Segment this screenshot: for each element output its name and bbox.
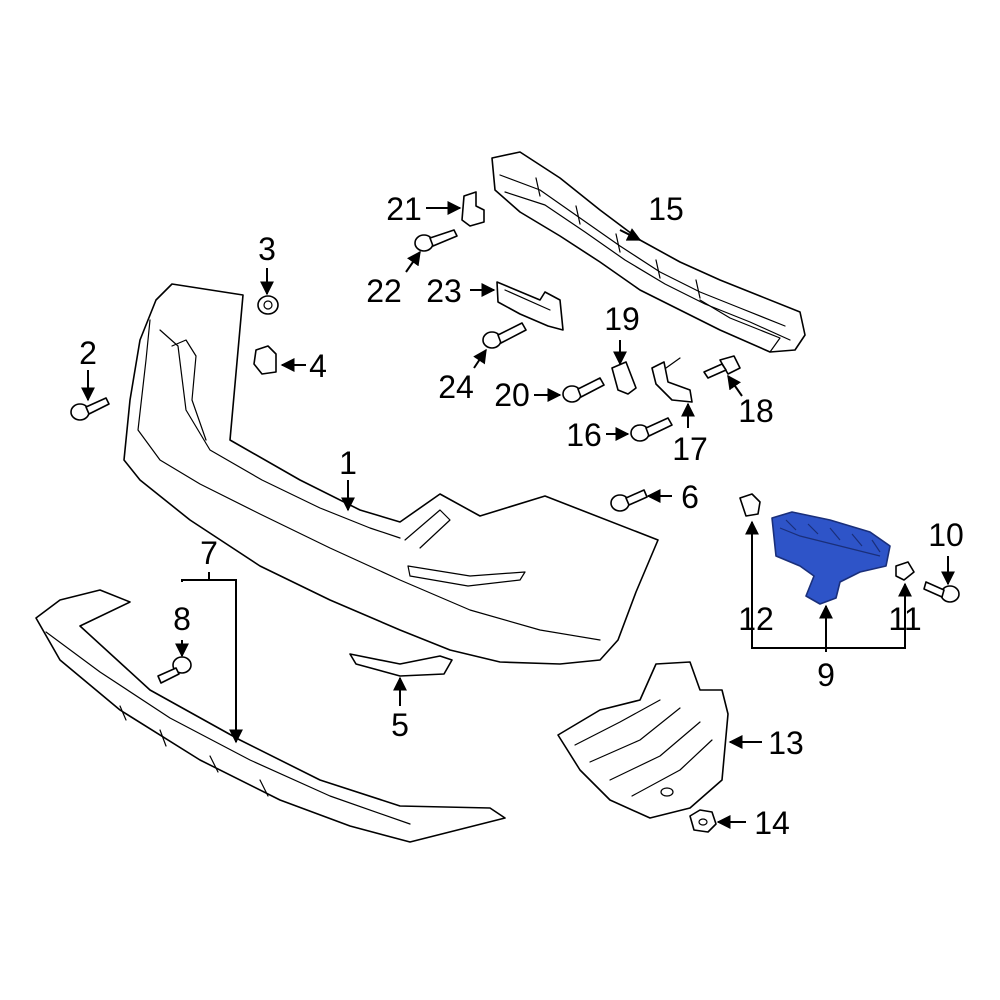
callout-5: 5 [391, 707, 409, 743]
callout-17: 17 [672, 431, 708, 467]
part-18-bolt[interactable] [703, 355, 741, 379]
callout-21: 21 [386, 191, 422, 227]
callout-14: 14 [754, 805, 790, 841]
part-10-screw[interactable] [923, 581, 960, 603]
callout-6: 6 [681, 479, 699, 515]
callout-10: 10 [928, 517, 964, 553]
callout-16: 16 [566, 417, 602, 453]
part-7-lower-valance[interactable] [35, 589, 506, 843]
part-20-screw[interactable] [562, 377, 605, 403]
callout-24: 24 [438, 369, 474, 405]
callout-22: 22 [366, 273, 402, 309]
part-4-clip[interactable] [253, 345, 277, 375]
part-8-screw[interactable] [157, 656, 192, 684]
callout-7: 7 [200, 535, 218, 571]
part-5-trim-strip[interactable] [349, 653, 453, 677]
part-15-reinforcement-beam[interactable] [491, 151, 806, 353]
part-6-screw[interactable] [610, 489, 648, 512]
callout-23: 23 [426, 273, 462, 309]
callout-2: 2 [79, 335, 97, 371]
part-1-bumper-cover[interactable] [123, 283, 659, 665]
part-23-bracket[interactable] [496, 281, 564, 331]
callout-labels: 1 2 3 4 5 6 7 8 9 10 11 12 13 14 15 16 1… [79, 191, 964, 841]
part-9-bumper-bracket[interactable] [771, 511, 891, 605]
part-13-splash-shield[interactable] [557, 661, 729, 819]
part-16-screw[interactable] [630, 417, 673, 442]
part-24-screw[interactable] [482, 322, 527, 349]
part-14-nut[interactable] [689, 809, 717, 833]
part-11-clip[interactable] [895, 561, 915, 581]
part-3-nut[interactable] [257, 295, 279, 315]
part-19-bracket[interactable] [611, 361, 637, 395]
callout-8: 8 [173, 601, 191, 637]
part-22-screw[interactable] [414, 229, 458, 252]
callout-12: 12 [738, 601, 774, 637]
callout-9: 9 [817, 657, 835, 693]
leader-lines [81, 201, 955, 829]
callout-15: 15 [648, 191, 684, 227]
callout-18: 18 [738, 393, 774, 429]
callout-3: 3 [258, 231, 276, 267]
part-21-clip[interactable] [461, 191, 485, 227]
part-12-clip[interactable] [739, 493, 761, 517]
part-17-bracket[interactable] [651, 357, 693, 403]
callout-4: 4 [309, 348, 327, 384]
callout-1: 1 [339, 445, 357, 481]
callout-19: 19 [604, 301, 640, 337]
callout-20: 20 [494, 377, 530, 413]
callout-13: 13 [768, 725, 804, 761]
part-2-screw[interactable] [70, 397, 110, 421]
callout-11: 11 [888, 601, 921, 637]
